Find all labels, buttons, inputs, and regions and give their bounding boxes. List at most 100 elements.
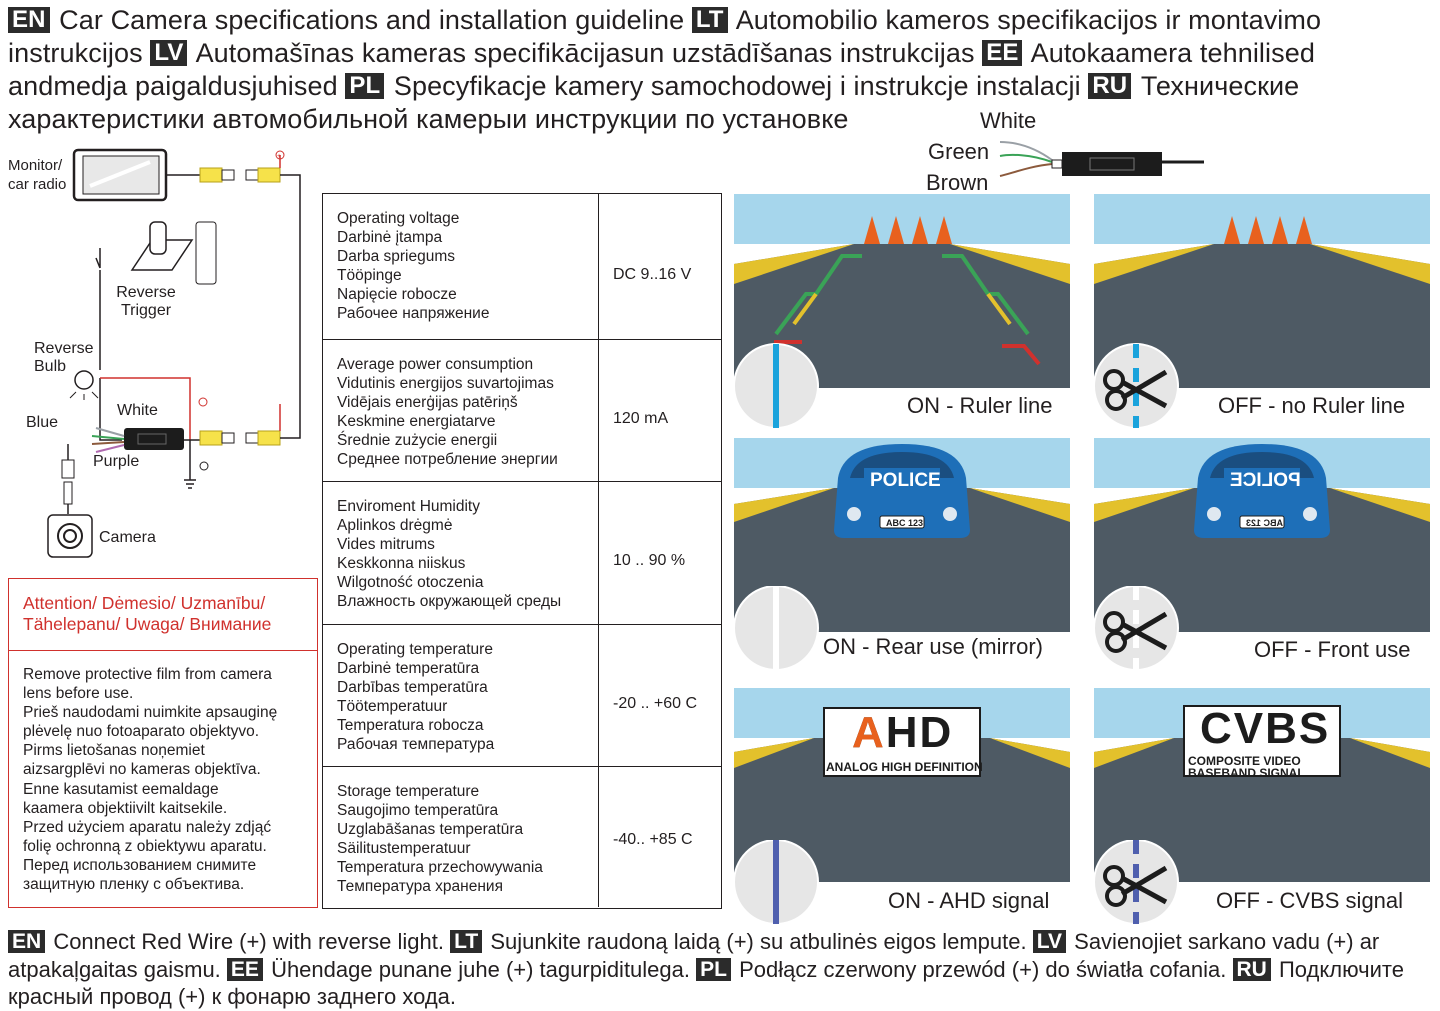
attention-line: Prieš naudodami nuimkite apsauginę	[23, 704, 278, 722]
lang-tag: PL	[345, 73, 385, 99]
attention-line: kaamera objektiivilt kaitsekile.	[23, 799, 228, 817]
reverse-bulb-label: Reverse Bulb	[34, 340, 94, 375]
front-off-image	[1094, 438, 1430, 632]
spec-table: Operating voltage Darbinė įtampa Darba s…	[322, 193, 722, 909]
attention-line: plėvelę nuo fotoaparato objektyvo.	[23, 723, 260, 741]
spec-name: Keskkonna niiskus	[337, 555, 466, 572]
cvbs-subtitle-2: BASEBAND SIGNAL	[1188, 766, 1305, 780]
lang-tag: RU	[1088, 73, 1132, 99]
spec-name: Aplinkos drėgmė	[337, 517, 453, 534]
spec-name: Vidutinis energijos suvartojimas	[337, 375, 554, 392]
switch-on-icon	[734, 343, 819, 429]
ruler-off-caption: OFF - no Ruler line	[1218, 393, 1406, 418]
spec-name: Keskmine energiatarve	[337, 413, 496, 430]
spec-names: Operating temperature Darbinė temperatūr…	[337, 640, 494, 754]
spec-name: Darbinė įtampa	[337, 229, 443, 246]
attention-line: aizsargplēvi no kameras objektīva.	[23, 761, 261, 779]
police-car-icon	[834, 444, 970, 538]
gear-shifter-icon	[130, 221, 217, 285]
spec-name: Рабочее напряжение	[337, 305, 490, 322]
switch-on-icon	[734, 586, 819, 671]
attention-box: Attention/ Dėmesio/ Uzmanību/ Tähelepanu…	[8, 578, 318, 908]
spec-name: Napięcie robocze	[337, 286, 457, 303]
title-seg-0: EN Car Camera specifications and install…	[8, 5, 684, 35]
cvbs-logo: CVBS	[1200, 704, 1331, 753]
divider	[598, 625, 599, 766]
attention-title: Attention/ Dėmesio/ Uzmanību/ Tähelepanu…	[9, 579, 317, 651]
spec-name: Uzglabāšanas temperatūra	[337, 821, 524, 838]
lang-tag: EE	[226, 957, 263, 981]
lang-tag: LT	[691, 7, 728, 33]
connector-icon	[199, 430, 281, 446]
police-car-icon	[1194, 444, 1330, 538]
spec-row: Average power consumption Vidutinis ener…	[323, 340, 721, 482]
spec-names: Operating voltage Darbinė įtampa Darba s…	[337, 209, 489, 323]
connector-icon	[199, 167, 281, 183]
attention-body: Remove protective film from camera lens …	[23, 665, 277, 894]
spec-name: Enviroment Humidity	[337, 498, 480, 515]
cone-icon	[864, 216, 952, 244]
spec-row: Operating temperature Darbinė temperatūr…	[323, 625, 721, 767]
spec-name: Darba spriegums	[337, 248, 456, 265]
spec-name: Säilitustemperatuur	[337, 840, 471, 857]
switch-on-icon	[734, 840, 819, 925]
ruler-on-caption: ON - Ruler line	[907, 393, 1053, 418]
scissors-icon	[1094, 586, 1179, 671]
footer-seg-4: PL Podłącz czerwony przewód (+) do świat…	[696, 957, 1226, 982]
spec-name: Рабочая температура	[337, 736, 495, 753]
title-seg-1: LT Automobilio kameros specifikacijos ir…	[8, 5, 1322, 68]
spec-name: Saugojimo temperatūra	[337, 802, 499, 819]
plate-text: ABC 123	[886, 518, 924, 528]
wiring-diagram: +	[47, 148, 301, 558]
spec-name: Wilgotność otoczenia	[337, 574, 484, 591]
attention-line: Remove protective film from camera	[23, 666, 272, 683]
footer-seg-5: RU Подключите красный провод (+) к фонар…	[8, 956, 1404, 1010]
spec-name: Operating temperature	[337, 641, 493, 658]
lang-tag: EN	[8, 930, 46, 953]
reverse-trigger-label: Reverse Trigger	[116, 284, 176, 319]
spec-names: Average power consumption Vidutinis ener…	[337, 355, 558, 469]
ahd-on-caption: ON - AHD signal	[888, 888, 1050, 913]
spec-name: Średnie zużycie energii	[337, 432, 498, 449]
spec-value: 120 mA	[613, 410, 669, 427]
attention-line: Przed użyciem aparatu należy zdjąć	[23, 818, 272, 836]
ahd-subtitle: ANALOG HIGH DEFINITION	[826, 760, 983, 774]
scissors-icon	[1094, 840, 1179, 925]
spec-names: Enviroment Humidity Aplinkos drėgmė Vide…	[337, 497, 561, 611]
attention-line: Pirms lietošanas noņemiet	[23, 742, 205, 760]
attention-line: защитную пленку с объектива.	[23, 876, 245, 894]
spec-value: DC 9..16 V	[613, 266, 692, 283]
title-seg-2: LV Automašīnas kameras specifikācijasun …	[150, 38, 975, 68]
footer-instructions: EN Connect Red Wire (+) with reverse lig…	[8, 928, 1436, 1011]
purple-wire-label: Purple	[93, 453, 140, 470]
lang-tag: LT	[450, 930, 483, 953]
spec-name: Среднее потребление энергии	[337, 451, 558, 468]
spec-name: Darbības temperatūra	[337, 679, 488, 696]
attention-line: Перед использованием снимите	[23, 856, 257, 874]
lang-tag: PL	[696, 957, 731, 981]
monitor-icon	[72, 148, 168, 202]
module-brown-label: Brown	[926, 170, 989, 195]
spec-name: Darbinė temperatūra	[337, 660, 480, 677]
divider	[598, 340, 599, 481]
spec-name: Влажность окружающей среды	[337, 593, 562, 610]
attention-line: Enne kasutamist eemaldage	[23, 780, 219, 798]
police-text-mirrored: POLICE	[1230, 470, 1301, 491]
spec-name: Töötemperatuur	[337, 698, 448, 715]
plate-text-mirrored: ABC 123	[1246, 518, 1284, 528]
spec-row: Operating voltage Darbinė įtampa Darba s…	[323, 194, 721, 340]
spec-name: Temperatura przechowywania	[337, 859, 543, 876]
mirror-on-caption: ON - Rear use (mirror)	[823, 634, 1044, 659]
title-seg-4: PL Specyfikacje kamery samochodowej i in…	[345, 71, 1081, 101]
module-icon	[124, 428, 184, 450]
spec-name: Vidējais enerģijas patēriņš	[337, 394, 518, 411]
cvbs-off-caption: OFF - CVBS signal	[1216, 888, 1404, 913]
divider	[598, 482, 599, 624]
ahd-logo-accent: A	[852, 708, 884, 757]
footer-seg-3: EE Ühendage punane juhe (+) tagurpiditul…	[226, 957, 690, 982]
white-wire-label: White	[117, 402, 158, 419]
cone-icon	[1224, 216, 1312, 244]
spec-row: Storage temperature Saugojimo temperatūr…	[323, 767, 721, 907]
footer-seg-2: LV Savienojiet sarkano vadu (+) ar atpak…	[8, 929, 1380, 982]
camera-icon	[47, 514, 93, 558]
